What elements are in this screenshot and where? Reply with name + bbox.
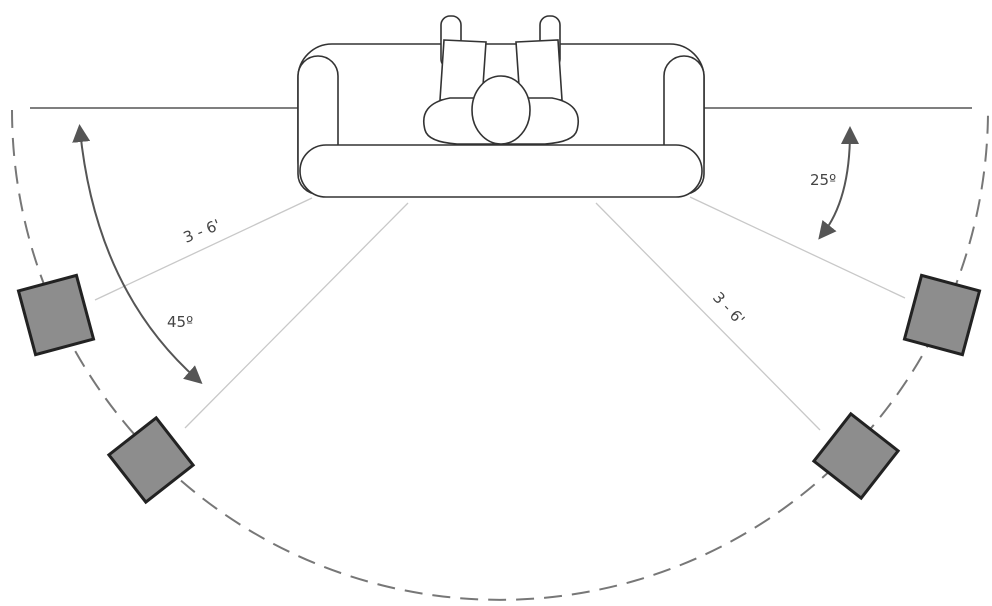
distance-label-left: 3 - 6' <box>181 216 223 247</box>
speaker-front-left <box>16 273 96 357</box>
speaker-rear-left <box>106 415 196 505</box>
speaker-icon <box>16 273 96 357</box>
distance-label-right: 3 - 6' <box>709 288 748 328</box>
guide-line-left-rear <box>184 202 409 429</box>
guide-line-left-front <box>94 197 313 301</box>
speaker-icon <box>811 411 901 501</box>
angle-label-left: 45º <box>167 313 193 331</box>
speaker-front-right <box>902 273 982 357</box>
guide-line-right-front <box>689 196 906 299</box>
speaker-icon <box>902 273 982 357</box>
guide-line-right-rear <box>595 202 821 431</box>
angle-arrow-left <box>72 124 203 384</box>
angle-arrow-right <box>818 126 859 240</box>
seated-person-icon <box>423 15 579 145</box>
angle-label-right: 25º <box>810 171 836 189</box>
speaker-rear-right <box>811 411 901 501</box>
sofa-icon <box>297 43 705 198</box>
speaker-icon <box>106 415 196 505</box>
